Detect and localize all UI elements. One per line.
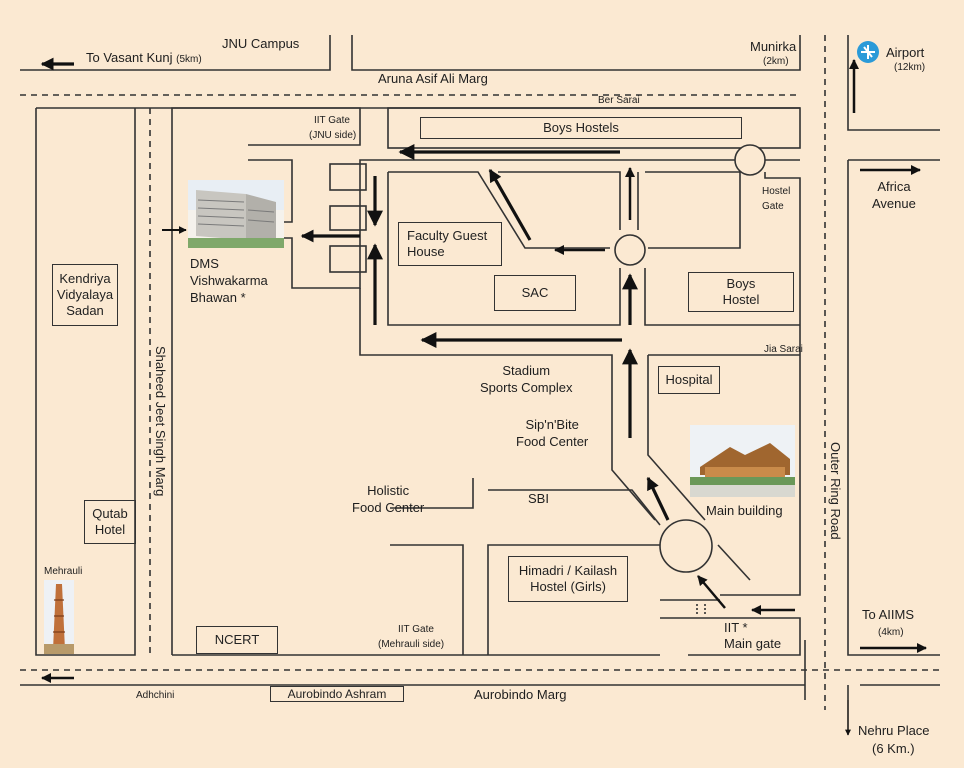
label-sipnbite: Sip'n'Bite Food Center <box>516 417 589 449</box>
label-jia-sarai: Jia Sarai <box>764 344 803 355</box>
label-jnu-campus: JNU Campus <box>222 36 300 51</box>
roundabout-main-gate <box>659 519 713 573</box>
label-mehrauli: Mehrauli <box>44 566 83 577</box>
label-to-vasant-kunj: To Vasant Kunj (5km) <box>86 50 202 65</box>
ncert-box: NCERT <box>196 626 278 654</box>
road-munirka-top <box>351 35 801 71</box>
main-building-illustration <box>690 425 795 497</box>
faculty-guest-house-box: Faculty Guest House <box>398 222 502 266</box>
qutab-minar-illustration <box>44 580 74 654</box>
label-dms-bhawan: DMS Vishwakarma Bhawan * <box>190 256 268 305</box>
label-airport: Airport <box>886 45 925 60</box>
dms-building-illustration <box>188 180 284 248</box>
road-airport <box>847 35 940 131</box>
label-aiims-dist: (4km) <box>878 627 904 638</box>
label-munirka: Munirka <box>750 39 797 54</box>
label-nehru-place: Nehru Place <box>858 723 930 738</box>
label-ber-sarai: Ber Sarai <box>598 95 640 106</box>
label-stadium: Stadium Sports Complex <box>480 363 573 395</box>
label-africa-avenue: Africa Avenue <box>872 179 916 211</box>
label-outer-ring-road: Outer Ring Road <box>828 442 843 540</box>
label-iit-gate-jnu-sub: (JNU side) <box>309 130 357 141</box>
label-iit-gate-mehrauli: IIT Gate <box>398 624 434 635</box>
airplane-icon <box>857 41 879 63</box>
label-airport-dist: (12km) <box>894 62 926 73</box>
kendriya-vidyalaya-box: Kendriya Vidyalaya Sadan <box>52 264 118 326</box>
boys-hostel-box: Boys Hostel <box>688 272 794 312</box>
road-jnu-top <box>20 35 331 71</box>
aurobindo-ashram-box: Aurobindo Ashram <box>270 686 404 702</box>
label-adhchini: Adhchini <box>136 690 175 701</box>
label-aurobindo-marg: Aurobindo Marg <box>474 687 567 702</box>
label-shaheed-jeet-singh-marg: Shaheed Jeet Singh Marg <box>153 346 168 497</box>
label-nehru-place-dist: (6 Km.) <box>872 741 915 756</box>
label-aruna-asaf-ali-marg: Aruna Asif Ali Marg <box>378 71 488 86</box>
label-iit-gate-mehrauli-sub: (Mehrauli side) <box>378 639 445 650</box>
label-hostel-gate: Hostel Gate <box>762 186 791 212</box>
label-to-aiims: To AIIMS <box>862 607 915 622</box>
roundabout-hostel-gate <box>734 144 766 176</box>
label-iit-gate-jnu: IIT Gate <box>314 115 350 126</box>
himadri-kailash-box: Himadri / Kailash Hostel (Girls) <box>508 556 628 602</box>
label-munirka-dist: (2km) <box>763 56 789 67</box>
sac-box: SAC <box>494 275 576 311</box>
label-iit-main-gate: IIT * Main gate <box>724 620 782 651</box>
qutab-hotel-box: Qutab Hotel <box>84 500 136 544</box>
roundabout-sac <box>614 234 646 266</box>
label-main-building: Main building <box>706 503 783 518</box>
boys-hostels-box: Boys Hostels <box>420 117 742 139</box>
label-sbi: SBI <box>528 491 549 506</box>
label-holistic: Holistic Food Center <box>352 483 425 515</box>
hospital-box: Hospital <box>658 366 720 394</box>
